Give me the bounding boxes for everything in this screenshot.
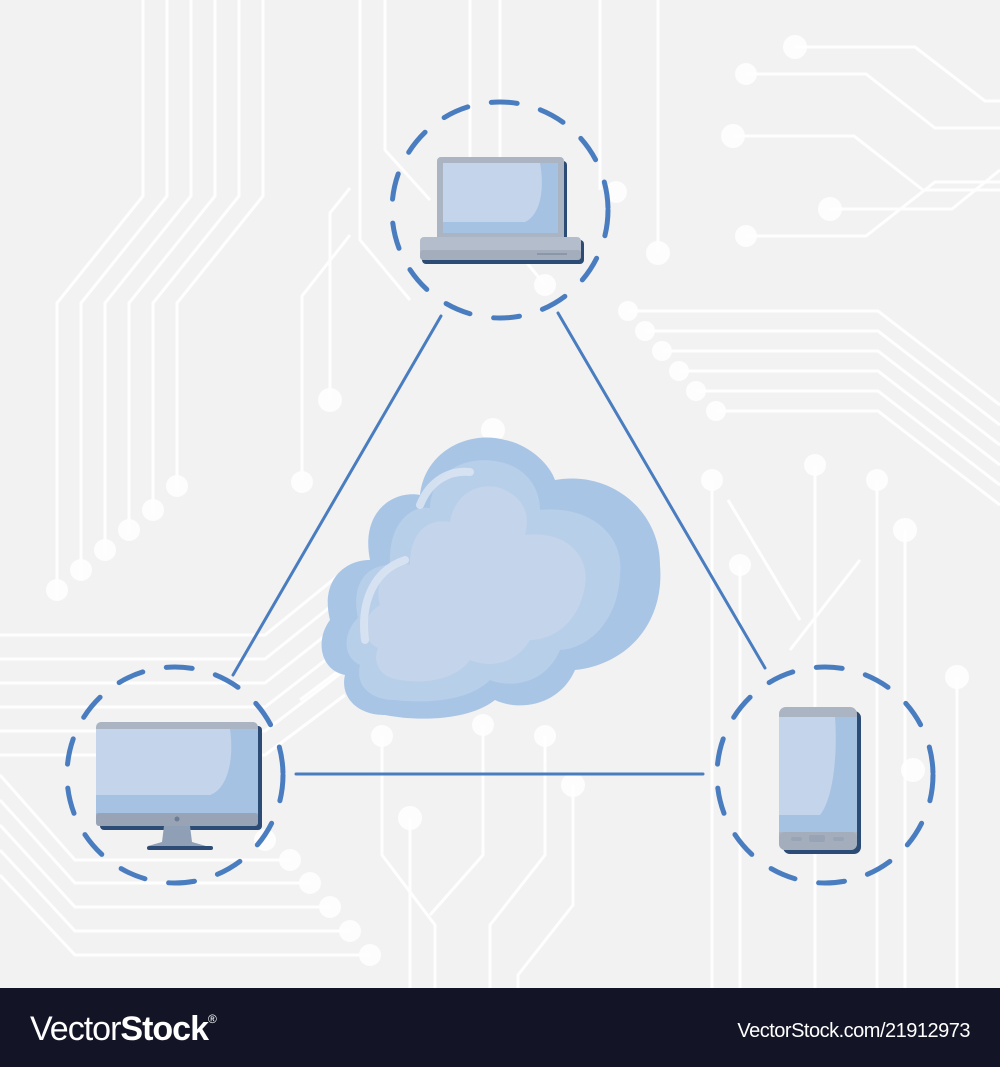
circuit-pads <box>46 35 969 966</box>
monitor-ring <box>64 664 286 886</box>
logo-bold-text: Stock <box>120 1010 209 1048</box>
cloud-icon <box>321 437 661 719</box>
laptop-ring <box>389 99 611 321</box>
illustration-canvas <box>0 0 1000 990</box>
network-connections <box>231 311 767 776</box>
laptop-icon <box>420 157 584 264</box>
link-laptop-phone <box>556 311 767 670</box>
smartphone-icon <box>779 707 861 854</box>
vectorstock-logo: VectorStock® <box>30 1010 217 1049</box>
logo-light-text: Vector <box>30 1010 121 1048</box>
image-reference: VectorStock.com/21912973 <box>737 1020 970 1042</box>
node-rings <box>64 99 936 886</box>
circuit-traces <box>0 0 1000 990</box>
watermark-footer: VectorStock® VectorStock.com/21912973 <box>0 988 1000 1067</box>
link-laptop-monitor <box>231 314 443 677</box>
phone-ring <box>714 664 936 886</box>
registered-mark: ® <box>207 1012 217 1026</box>
monitor-icon <box>96 722 262 850</box>
